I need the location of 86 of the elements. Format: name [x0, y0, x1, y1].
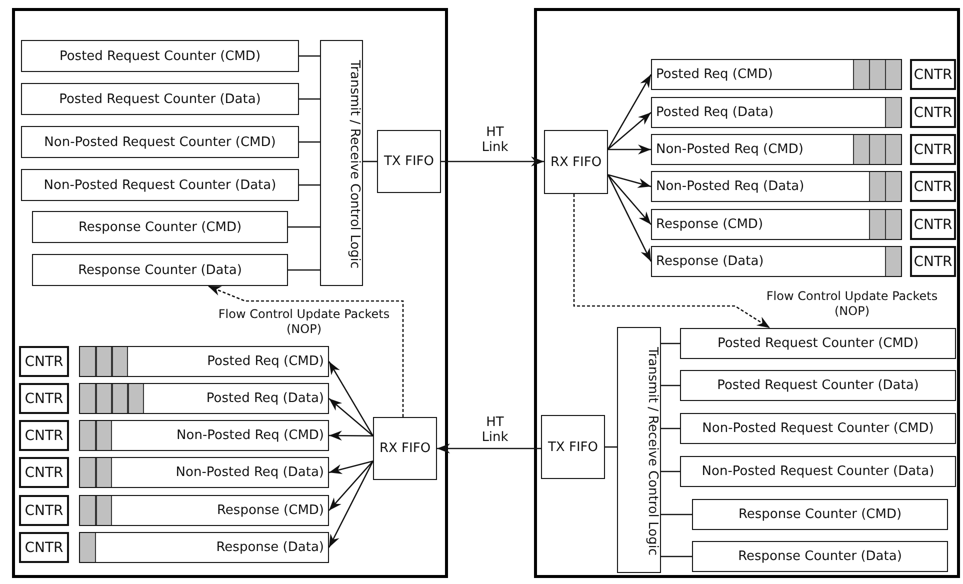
buffer-label: Non-Posted Req (CMD)	[655, 142, 804, 157]
dashed-arrow	[208, 285, 404, 417]
arrow	[607, 74, 652, 150]
arrow	[608, 174, 652, 188]
cntr-box: CNTR	[910, 134, 956, 165]
buffer-label: Non-Posted Req (Data)	[655, 179, 804, 194]
cntr-box: CNTR	[19, 495, 69, 526]
cntr-box: CNTR	[910, 59, 956, 90]
buffer-label: Posted Req (CMD)	[207, 354, 325, 369]
device-box	[12, 8, 448, 578]
arrow	[441, 156, 544, 166]
cntr-box: CNTR	[910, 97, 956, 128]
buffer-label: Non-Posted Req (Data)	[176, 465, 325, 480]
buffer-box	[651, 209, 902, 240]
connector-line	[363, 160, 377, 162]
cntr-box: CNTR	[910, 171, 956, 202]
connector-line	[661, 342, 680, 344]
cntr-box: CNTR	[19, 457, 69, 488]
arrow	[608, 144, 651, 154]
buffer-box	[651, 97, 902, 128]
arrow	[437, 444, 541, 454]
buffer-box	[651, 59, 902, 90]
arrow	[329, 430, 373, 441]
arrow	[608, 112, 652, 150]
buffer-label: Posted Req (Data)	[655, 105, 774, 120]
cntr-box: CNTR	[19, 383, 69, 414]
buffer-label: Non-Posted Req (CMD)	[176, 428, 325, 443]
connector-line	[299, 141, 320, 143]
control-logic-box: Transmit / Receive Control Logic	[617, 327, 661, 573]
buffer-label: Posted Req (Data)	[206, 391, 325, 406]
arrow	[328, 361, 374, 436]
counter-box: Response Counter (Data)	[32, 254, 288, 286]
arrow	[328, 460, 374, 474]
connector-line	[605, 446, 617, 448]
arrow	[608, 174, 652, 225]
counter-box: Posted Request Counter (CMD)	[21, 40, 299, 72]
fifo-box: TX FIFO	[377, 130, 441, 193]
counter-box: Non-Posted Request Counter (Data)	[21, 169, 299, 201]
cntr-box: CNTR	[910, 246, 956, 277]
cntr-box: CNTR	[19, 532, 69, 563]
counter-box: Response Counter (Data)	[692, 541, 948, 572]
fifo-box: RX FIFO	[544, 130, 608, 194]
buffer-box	[79, 420, 329, 451]
buffer-box	[79, 532, 329, 563]
buffer-box	[79, 495, 329, 526]
connector-line	[661, 470, 680, 472]
connector-line	[661, 428, 680, 430]
device-box	[534, 8, 960, 578]
counter-box: Response Counter (CMD)	[692, 499, 948, 530]
control-logic-box: Transmit / Receive Control Logic	[320, 40, 363, 286]
fifo-box: RX FIFO	[373, 417, 437, 480]
connector-line	[661, 514, 692, 516]
fifo-box: TX FIFO	[541, 415, 605, 479]
arrow	[607, 174, 652, 262]
buffer-box	[651, 171, 902, 202]
connector-line	[661, 556, 692, 558]
buffer-box	[651, 134, 902, 165]
buffer-label: Response (CMD)	[216, 503, 325, 518]
counter-box: Response Counter (CMD)	[32, 211, 288, 243]
buffer-label: Response (Data)	[216, 540, 325, 555]
connector-line	[661, 384, 680, 386]
counter-box: Posted Request Counter (Data)	[21, 83, 299, 115]
buffer-box	[79, 383, 329, 414]
connector-line	[299, 184, 320, 186]
cntr-box: CNTR	[910, 209, 956, 240]
buffer-label: Response (Data)	[655, 254, 764, 269]
connector-line	[288, 226, 320, 228]
buffer-box	[651, 246, 902, 277]
buffer-box	[79, 457, 329, 488]
connector-line	[299, 55, 320, 57]
connector-line	[299, 98, 320, 100]
connector-line	[288, 269, 320, 271]
counter-box: Non-Posted Request Counter (Data)	[680, 456, 956, 487]
dashed-arrow	[573, 194, 770, 329]
buffer-label: Response (CMD)	[655, 217, 764, 232]
counter-box: Non-Posted Request Counter (CMD)	[21, 126, 299, 158]
buffer-box	[79, 346, 329, 377]
arrow	[328, 460, 374, 511]
buffer-label: Posted Req (CMD)	[655, 67, 773, 82]
arrow	[328, 398, 374, 436]
cntr-box: CNTR	[19, 346, 69, 377]
counter-box: Posted Request Counter (CMD)	[680, 328, 956, 359]
cntr-box: CNTR	[19, 420, 69, 451]
counter-box: Non-Posted Request Counter (CMD)	[680, 413, 956, 444]
arrow	[328, 460, 374, 548]
counter-box: Posted Request Counter (Data)	[680, 370, 956, 401]
